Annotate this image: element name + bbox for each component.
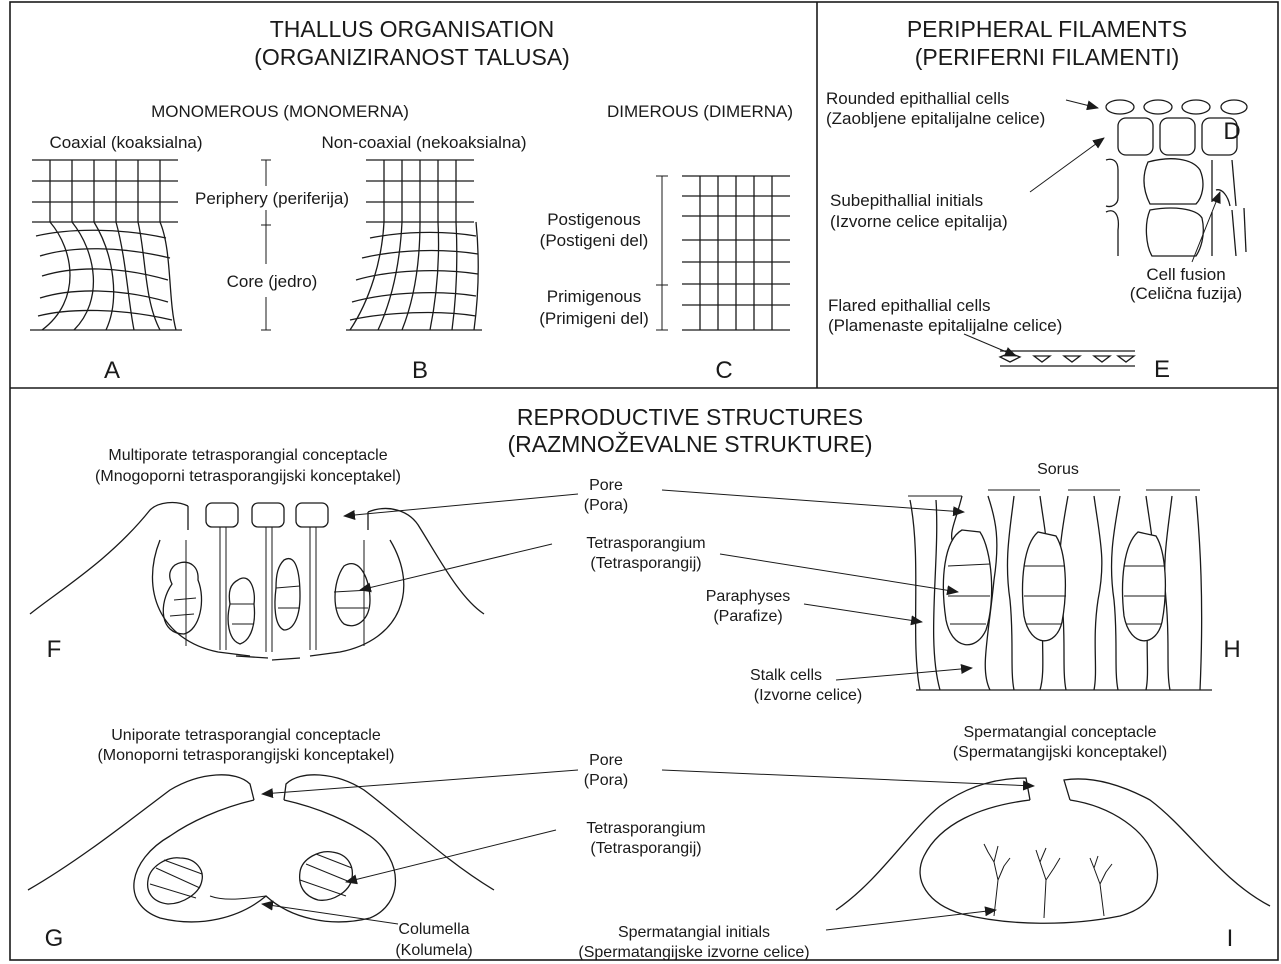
periphery-label: Periphery (periferija) [195,189,349,208]
reproductive-title: REPRODUCTIVE STRUCTURES [517,404,863,430]
postigenous-sl-label: (Postigeni del) [540,231,649,250]
columella-sl-label: (Kolumela) [395,942,472,959]
rounded-epithallial-sl-label: (Zaobljene epitalijalne celice) [826,109,1045,128]
reproductive-arrows-upper [344,490,972,680]
multiporate-label: Multiporate tetrasporangial conceptacle [108,447,387,464]
subepithallial-label: Subepithallial initials [830,191,983,210]
uniporate-label: Uniporate tetrasporangial conceptacle [111,727,381,744]
uniporate-conceptacle-drawing [28,775,494,922]
spermatangial-conceptacle-drawing [836,778,1270,923]
letter-a: A [104,357,120,384]
columella-label: Columella [398,921,469,938]
tetrasporangium-sl-label: (Tetrasporangij) [590,555,701,572]
flared-epithallial-sl-label: (Plamenaste epitalijalne celice) [828,316,1062,335]
dimerous-thallus-drawing [682,176,790,330]
thallus-subtitle: (ORGANIZIRANOST TALUSA) [254,44,570,70]
pore-label: Pore [589,477,623,494]
periphery-core-scale [261,160,271,330]
peripheral-subtitle: (PERIFERNI FILAMENTI) [915,44,1180,70]
pore2-label: Pore [589,752,623,769]
letter-g: G [45,925,64,952]
letter-f: F [47,636,62,663]
spermatangial-initials-sl-label: (Spermatangijske izvorne celice) [578,944,809,961]
letter-c: C [715,357,732,384]
peripheral-title: PERIPHERAL FILAMENTS [907,16,1187,42]
cell-fusion-sl-label: (Celična fuzija) [1130,284,1242,303]
flared-epithallial-label: Flared epithallial cells [828,296,991,315]
sorus-drawing [908,490,1212,690]
coaxial-label: Coaxial (koaksialna) [49,133,202,152]
tetrasporangium2-label: Tetrasporangium [586,820,705,837]
uniporate-sl-label: (Monoporni tetrasporangijski konceptakel… [97,747,394,764]
subepithallial-sl-label: (Izvorne celice epitalija) [830,212,1008,231]
multiporate-conceptacle-drawing [30,503,484,660]
cell-fusion-label: Cell fusion [1146,265,1225,284]
sorus-label: Sorus [1037,461,1079,478]
multiporate-sl-label: (Mnogoporni tetrasporangijski konceptake… [95,468,401,485]
stalk-cells-sl-label: (Izvorne celice) [754,687,862,704]
letter-d: D [1223,118,1240,145]
primigenous-label: Primigenous [547,287,642,306]
spermatangial-initials-label: Spermatangial initials [618,924,770,941]
stalk-cells-label: Stalk cells [750,667,822,684]
thallus-title: THALLUS ORGANISATION [270,16,555,42]
pore-sl-label: (Pora) [584,497,628,514]
coaxial-thallus-drawing [30,160,182,330]
core-label: Core (jedro) [227,272,318,291]
tetrasporangium2-sl-label: (Tetrasporangij) [590,840,701,857]
letter-h: H [1223,636,1240,663]
spermatangial-label: Spermatangial conceptacle [963,724,1156,741]
letter-e: E [1154,356,1170,383]
dimerous-label: DIMEROUS (DIMERNA) [607,102,793,121]
postigenous-label: Postigenous [547,210,641,229]
postigenous-primigenous-scale [656,176,668,330]
pore2-sl-label: (Pora) [584,772,628,789]
primigenous-sl-label: (Primigeni del) [539,309,649,328]
tetrasporangium-label: Tetrasporangium [586,535,705,552]
rounded-epithallial-label: Rounded epithallial cells [826,89,1009,108]
reproductive-subtitle: (RAZMNOŽEVALNE STRUKTURE) [507,431,872,457]
noncoaxial-label: Non-coaxial (nekoaksialna) [321,133,526,152]
monomerous-label: MONOMEROUS (MONOMERNA) [151,102,409,121]
letter-i: I [1227,925,1234,952]
paraphyses-label: Paraphyses [706,588,791,605]
flared-epithallial-cells [1000,351,1135,366]
paraphyses-sl-label: (Parafize) [713,608,782,625]
spermatangial-sl-label: (Spermatangijski konceptakel) [953,744,1167,761]
noncoaxial-thallus-drawing [346,160,482,330]
letter-b: B [412,357,428,384]
